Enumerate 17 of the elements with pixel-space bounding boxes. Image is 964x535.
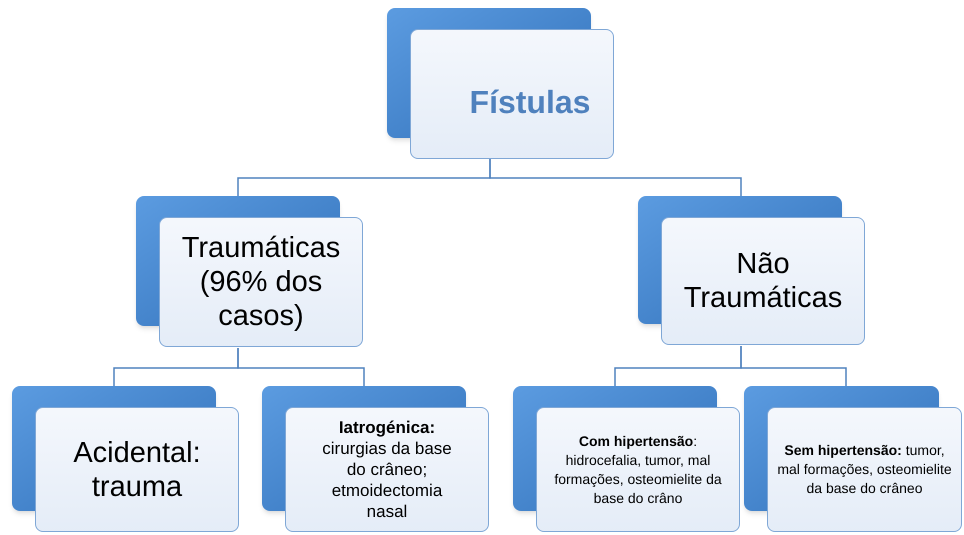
connector-line bbox=[740, 346, 847, 386]
card-text: Não Traumáticas bbox=[682, 247, 844, 315]
card-text: Traumáticas (96% dos casos) bbox=[180, 231, 342, 333]
card-text: Acidental: trauma bbox=[72, 436, 202, 504]
connector-line bbox=[237, 348, 365, 386]
card-text: Iatrogénica: cirurgias da base do crâneo; etmoidectomia nasal bbox=[321, 417, 453, 522]
stacked-card bbox=[136, 196, 363, 348]
stacked-card bbox=[744, 386, 962, 532]
stacked-card bbox=[262, 386, 489, 532]
stacked-card bbox=[638, 196, 865, 346]
stacked-card bbox=[12, 386, 239, 532]
stacked-card bbox=[387, 8, 614, 158]
stacked-card bbox=[513, 386, 740, 532]
card-text: Com hipertensão: hidrocefalia, tumor, mal formações, osteomielite da base do crâno bbox=[553, 432, 723, 508]
card-text: Sem hipertensão: tumor, mal formações, osteomielite da base do crâneo bbox=[776, 441, 953, 498]
connector-line bbox=[489, 158, 742, 196]
card-text: Fístulas bbox=[468, 83, 590, 122]
